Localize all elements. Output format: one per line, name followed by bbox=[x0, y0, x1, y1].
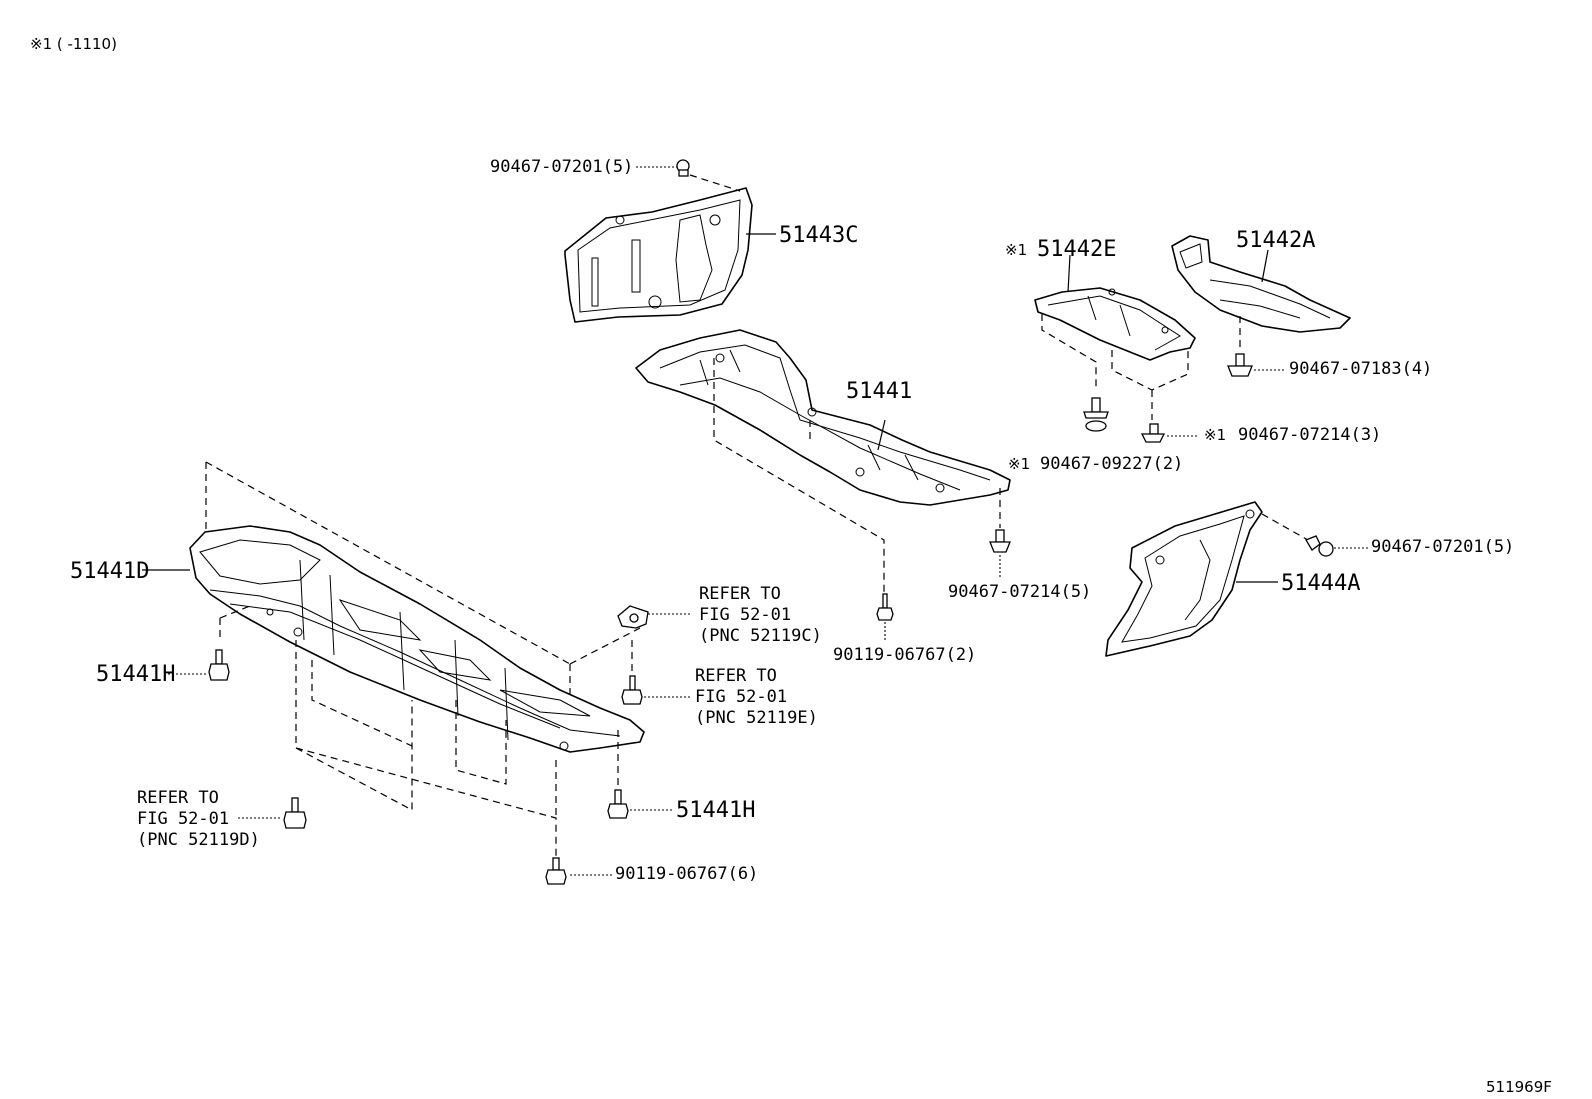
refer-e-line3: (PNC 52119E) bbox=[695, 708, 818, 728]
refer-c-line3: (PNC 52119C) bbox=[699, 626, 822, 646]
label-90467-07183: 90467-07183(4) bbox=[1289, 359, 1432, 379]
refer-d-line2: FIG 52-01 bbox=[137, 809, 229, 829]
label-90119-06767-6: 90119-06767(6) bbox=[615, 864, 758, 884]
label-90467-07214-3: 90467-07214(3) bbox=[1238, 425, 1381, 445]
label-51441H-left: 51441H bbox=[96, 662, 175, 687]
label-90467-07214-3-mark: ※1 bbox=[1204, 426, 1226, 444]
part-51443C-drawing[interactable] bbox=[564, 187, 753, 323]
label-51441D: 51441D bbox=[70, 559, 149, 584]
clip-90467-07201-right[interactable] bbox=[1305, 535, 1334, 557]
label-90467-07201-top: 90467-07201(5) bbox=[490, 157, 633, 177]
label-51444A: 51444A bbox=[1281, 571, 1360, 596]
bolt-90119-06767-6[interactable] bbox=[545, 857, 567, 885]
bolt-51441H-left[interactable] bbox=[208, 649, 230, 681]
refer-c-line2: FIG 52-01 bbox=[699, 605, 791, 625]
clip-90467-07214-5[interactable] bbox=[989, 529, 1011, 553]
label-90119-06767-2: 90119-06767(2) bbox=[833, 645, 976, 665]
clip-90467-07201-top[interactable] bbox=[676, 159, 690, 177]
refer-d-line1: REFER TO bbox=[137, 788, 219, 808]
part-51442A-drawing[interactable] bbox=[1171, 235, 1351, 333]
label-51442E-mark: ※1 bbox=[1005, 241, 1027, 259]
bolt-51441H-right[interactable] bbox=[607, 789, 629, 819]
header-note: ※1 ( -1110) bbox=[30, 35, 117, 53]
label-90467-07201-right: 90467-07201(5) bbox=[1371, 537, 1514, 557]
label-51441H-right: 51441H bbox=[676, 798, 755, 823]
label-51443C: 51443C bbox=[779, 223, 858, 248]
nut-refer-52119C[interactable] bbox=[617, 605, 649, 629]
part-51444A-drawing[interactable] bbox=[1105, 501, 1263, 657]
figure-code: 511969F bbox=[1486, 1078, 1552, 1096]
clip-90467-09227[interactable] bbox=[1083, 397, 1109, 432]
bolt-refer-52119E[interactable] bbox=[621, 675, 643, 705]
label-90467-07214-5: 90467-07214(5) bbox=[948, 582, 1091, 602]
label-90467-09227: 90467-09227(2) bbox=[1040, 454, 1183, 474]
label-51442E: 51442E bbox=[1037, 237, 1116, 262]
clip-90467-07214-3[interactable] bbox=[1140, 423, 1166, 443]
refer-e-line2: FIG 52-01 bbox=[695, 687, 787, 707]
label-90467-09227-mark: ※1 bbox=[1008, 455, 1030, 473]
refer-c-line1: REFER TO bbox=[699, 584, 781, 604]
part-51442E-drawing[interactable] bbox=[1034, 287, 1196, 361]
refer-e-line1: REFER TO bbox=[695, 666, 777, 686]
bolt-refer-52119D[interactable] bbox=[283, 797, 307, 829]
part-51441-drawing[interactable] bbox=[635, 329, 1011, 506]
bolt-90119-06767-2[interactable] bbox=[876, 593, 894, 621]
label-51442A: 51442A bbox=[1236, 228, 1315, 253]
part-51441D-drawing[interactable] bbox=[189, 525, 645, 753]
refer-d-line3: (PNC 52119D) bbox=[137, 830, 260, 850]
clip-90467-07183[interactable] bbox=[1227, 353, 1253, 377]
label-51441: 51441 bbox=[846, 379, 912, 404]
